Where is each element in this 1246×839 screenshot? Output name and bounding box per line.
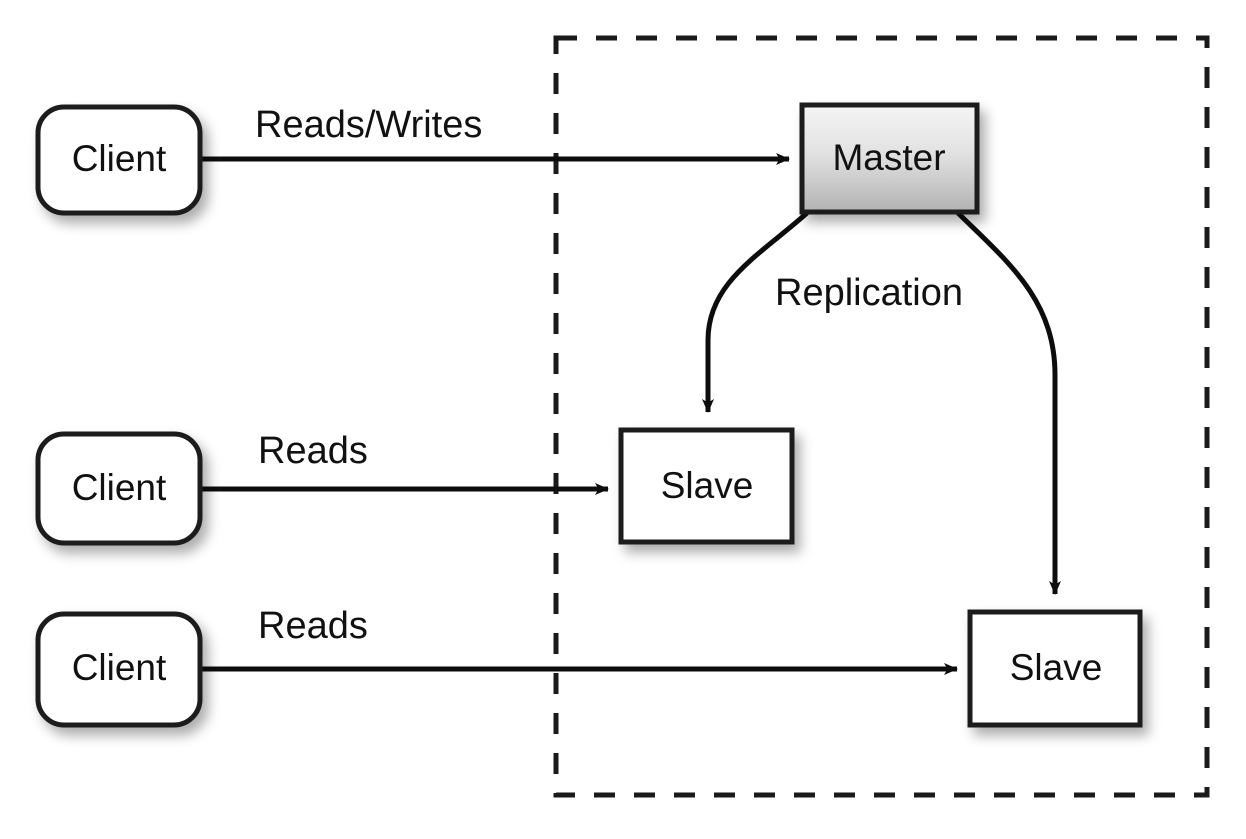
node-slave-1[interactable]: Slave — [618, 427, 795, 545]
node-slave-2[interactable]: Slave — [967, 609, 1143, 728]
node-client-3-label: Client — [72, 647, 167, 688]
edge-label-replication: Replication — [775, 272, 963, 314]
edge-label-reads-slave2: Reads — [258, 605, 368, 647]
node-client-2-label: Client — [72, 467, 167, 508]
edge-label-reads-writes: Reads/Writes — [255, 104, 482, 146]
node-master-label: Master — [832, 137, 945, 178]
node-client-3[interactable]: Client — [35, 611, 203, 728]
database-cluster-boundary — [553, 35, 1210, 798]
node-client-1[interactable]: Client — [35, 104, 203, 216]
node-slave-2-label: Slave — [1010, 647, 1103, 688]
node-client-2[interactable]: Client — [35, 431, 203, 546]
node-slave-1-label: Slave — [661, 465, 754, 506]
edge-master-to-slave2 — [956, 211, 1061, 595]
edge-master-to-slave1 — [702, 211, 809, 413]
node-client-1-label: Client — [72, 138, 167, 179]
edge-label-reads-slave1: Reads — [258, 430, 368, 472]
node-master[interactable]: Master — [799, 102, 980, 215]
